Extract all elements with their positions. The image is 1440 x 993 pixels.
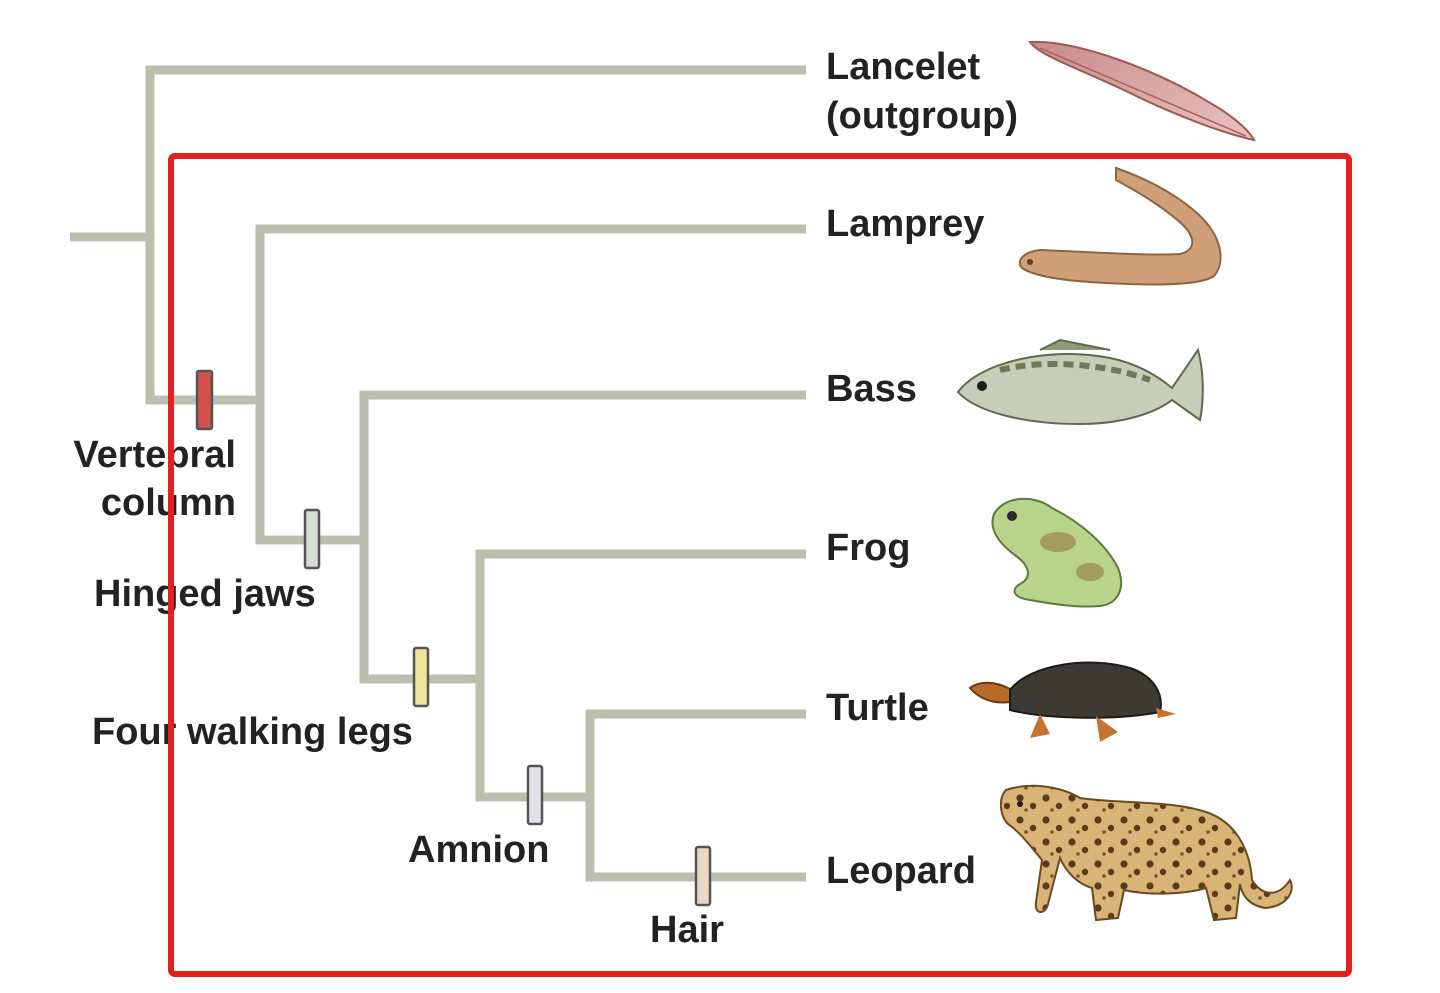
marker-hinged-jaws <box>303 508 321 570</box>
turtle-image <box>968 661 1176 742</box>
taxon-label-turtle: Turtle <box>826 687 929 729</box>
taxon-label-lancelet: Lancelet <box>826 46 981 88</box>
trait-label-vertebral-1: Vertebral <box>73 434 236 476</box>
lancelet-image <box>1028 40 1256 142</box>
marker-vertebral-column <box>195 369 214 431</box>
trait-label-hinged-jaws: Hinged jaws <box>94 573 316 615</box>
leopard-image <box>1000 784 1293 922</box>
trait-label-four-walking-legs: Four walking legs <box>92 711 413 753</box>
trait-markers <box>195 369 712 907</box>
marker-amnion <box>526 764 544 826</box>
frog-image <box>991 497 1123 608</box>
trait-label-amnion: Amnion <box>408 829 549 871</box>
taxon-label-lancelet-outgroup: (outgroup) <box>826 95 1018 137</box>
trait-labels: Vertebral column Hinged jaws Four walkin… <box>73 434 724 951</box>
lamprey-image <box>1018 166 1222 286</box>
marker-four-walking-legs <box>412 646 430 708</box>
taxon-label-leopard: Leopard <box>826 850 976 892</box>
trait-label-hair: Hair <box>650 909 724 951</box>
marker-hair <box>694 845 712 907</box>
taxon-label-bass: Bass <box>826 368 917 410</box>
taxon-labels: Lancelet (outgroup) Lamprey Bass Frog Tu… <box>826 46 1018 892</box>
highlight-box <box>168 153 1352 977</box>
taxon-label-lamprey: Lamprey <box>826 203 984 245</box>
taxon-label-frog: Frog <box>826 527 910 569</box>
bass-image <box>956 338 1204 426</box>
